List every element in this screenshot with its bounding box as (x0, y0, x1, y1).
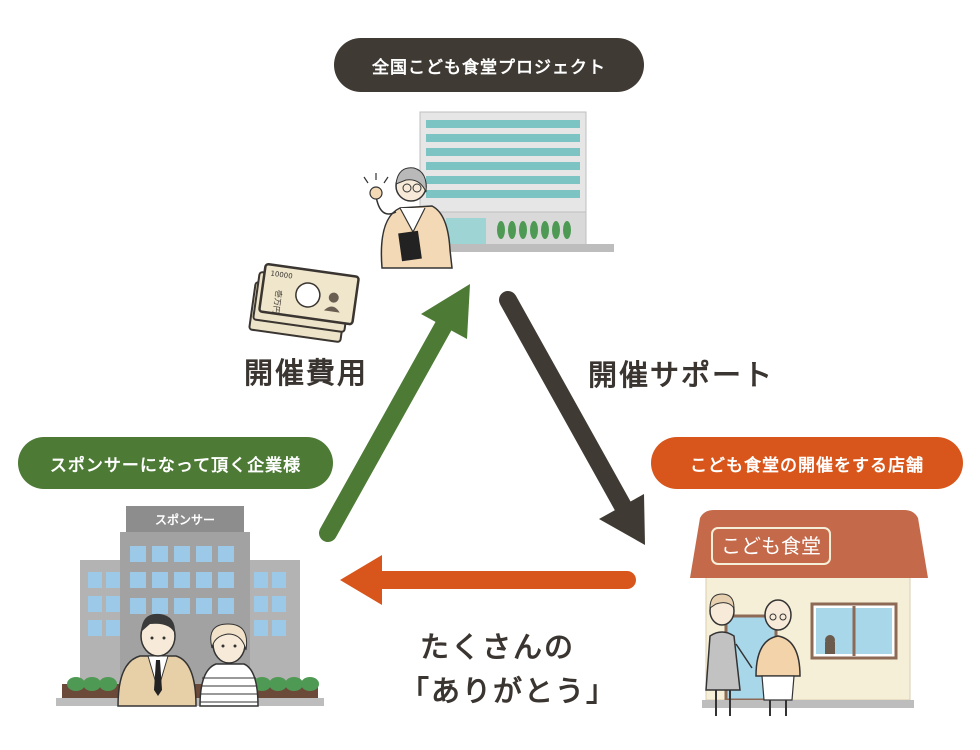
project-node-label: 全国こども食堂プロジェクト (334, 38, 644, 92)
sponsor-businessman-illustration (117, 613, 197, 707)
orange-arrow-store-to-sponsor (340, 555, 636, 605)
sponsor-building-sign-text: スポンサー (155, 512, 215, 527)
thanks-edge-label-line1: たくさんの (420, 630, 576, 664)
sponsor-woman-illustration (199, 623, 259, 707)
support-edge-label: 開催サポート (588, 358, 775, 392)
project-staff-woman-illustration (363, 167, 453, 269)
store-child-illustration (755, 599, 801, 716)
headquarters-building-illustration (404, 111, 614, 252)
store-node-label: こども食堂の開催をする店舗 (651, 437, 963, 489)
banknote-amount-text: 10000 (270, 270, 293, 281)
banknotes-icon: 10000 壱万円 (248, 262, 360, 343)
store-building-illustration: こども食堂 (690, 510, 928, 708)
thanks-edge-label-line2: 「ありがとう」 (400, 674, 618, 708)
store-mother-illustration (705, 593, 753, 716)
sponsor-node-label: スポンサーになって頂く企業様 (18, 437, 333, 489)
green-arrow-sponsor-to-project (319, 284, 470, 542)
cost-edge-label: 開催費用 (244, 356, 369, 390)
banknote-yen-text: 壱万円 (271, 289, 284, 314)
store-sign-text: こども食堂 (721, 534, 821, 558)
dark-arrow-project-to-store (499, 291, 645, 545)
